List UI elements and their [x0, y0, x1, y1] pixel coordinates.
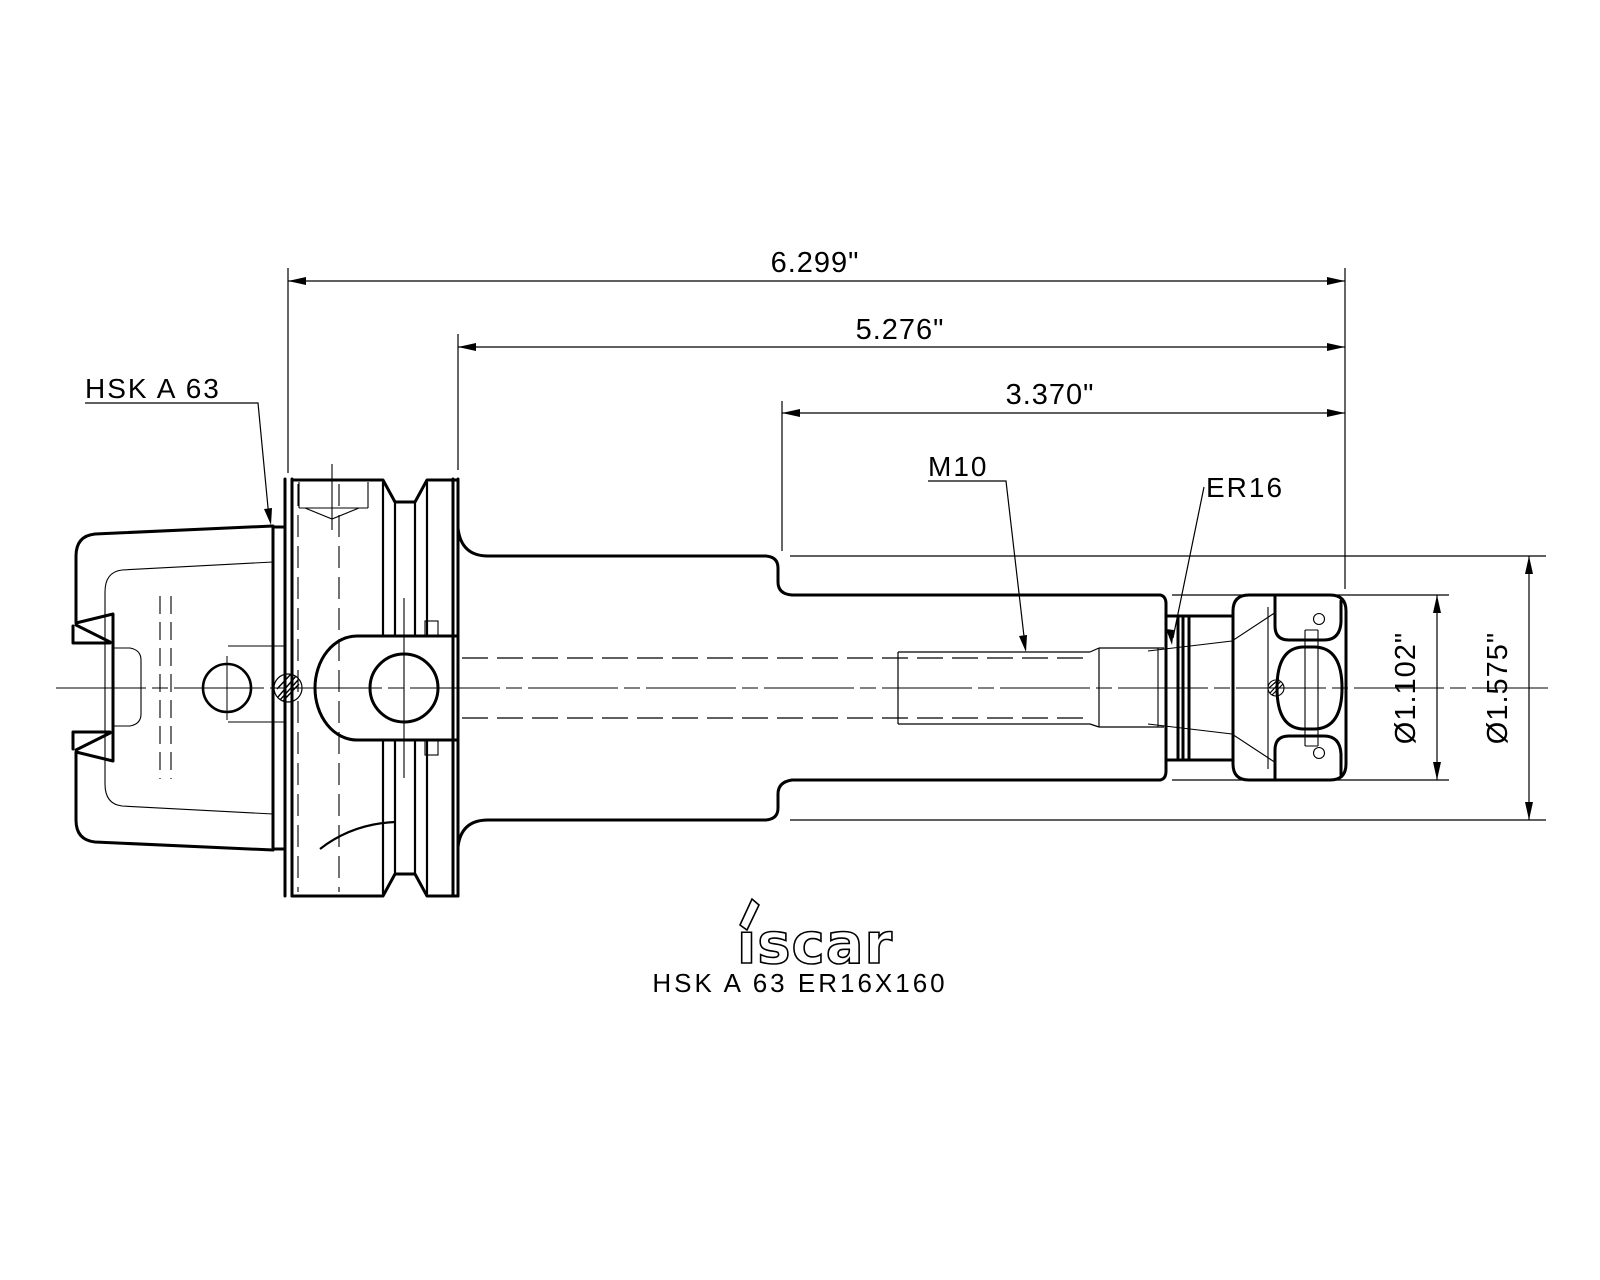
flange-slot-edges	[319, 482, 429, 894]
dim-projection-length: 3.370"	[1006, 379, 1095, 411]
part-number-title: HSK A 63 ER16X160	[652, 968, 947, 998]
dim-nut-diameter: Ø1.102"	[1390, 632, 1422, 744]
m10-thread-hidden-lines	[462, 647, 1164, 728]
label-thread-size: M10	[928, 451, 988, 482]
collet-nut-details	[1147, 607, 1326, 769]
label-shank-type: HSK A 63	[85, 373, 221, 404]
dim-body-diameter: Ø1.575"	[1482, 632, 1514, 744]
hsk-shank-outline	[71, 524, 287, 852]
shank-side-hole	[197, 656, 257, 720]
hsk-shank-bore-lines	[104, 561, 285, 815]
collet-nut-outline	[1166, 593, 1348, 782]
leader-lines	[85, 402, 1205, 646]
nut-center-hatched-circle	[1267, 678, 1285, 697]
flange-set-screw-detail	[297, 464, 369, 892]
dim-gauge-length: 5.276"	[856, 314, 945, 346]
dimension-arrowheads	[288, 277, 1533, 820]
dim-overall-length: 6.299"	[771, 247, 860, 279]
flange-face-hatched-circle	[273, 673, 303, 703]
brand-logo: ıscar	[736, 897, 893, 978]
dimension-lines	[287, 268, 1546, 821]
flange-drive-slot	[313, 598, 457, 778]
logo-wordmark: ıscar	[737, 912, 893, 977]
flange-outline	[283, 477, 460, 898]
leader-arrowheads	[264, 508, 1174, 652]
body-and-shaft-outline	[456, 526, 1168, 849]
label-collet-type: ER16	[1206, 472, 1284, 503]
logo-leaf-icon	[738, 897, 760, 932]
